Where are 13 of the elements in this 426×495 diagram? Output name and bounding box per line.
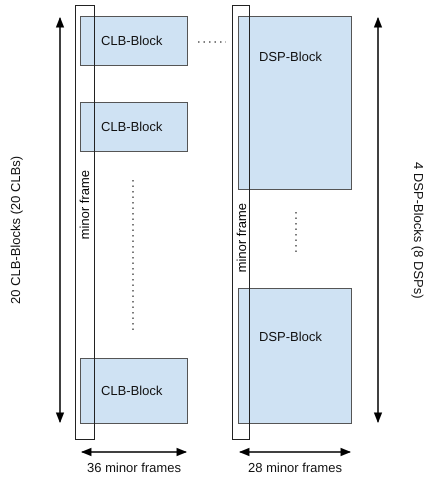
strip-label: minor frame: [234, 203, 249, 272]
dimension-label: 36 minor frames: [86, 460, 182, 477]
dsp-block: DSP-Block: [238, 16, 352, 190]
logic-block: CLB-Block: [80, 16, 188, 66]
dimension-label: 28 minor frames: [247, 460, 343, 477]
strip-label: minor frame: [77, 170, 92, 240]
logic-block: CLB-Block: [80, 102, 188, 152]
frame-strip: [75, 5, 95, 440]
dimension-label: 20 CLB-Blocks (20 CLBs): [8, 154, 24, 306]
frame-strip: [232, 5, 250, 440]
dsp-block: DSP-Block: [238, 288, 352, 424]
logic-block: CLB-Block: [80, 358, 188, 424]
dimension-label: 4 DSP-Blocks (8 DSPs): [410, 160, 426, 300]
